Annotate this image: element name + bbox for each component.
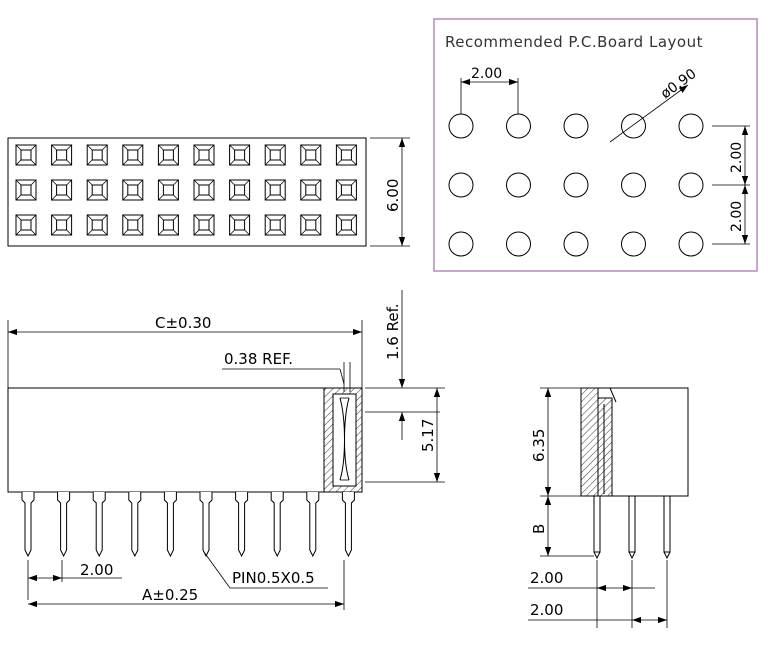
front-view-pins bbox=[21, 492, 355, 558]
pin bbox=[199, 492, 213, 558]
contact-cell bbox=[122, 144, 144, 166]
contact-cell bbox=[122, 179, 144, 201]
contact-cell bbox=[51, 214, 73, 236]
contact-cell bbox=[86, 214, 108, 236]
pcb-hole bbox=[563, 172, 589, 198]
top-view: 6.00 bbox=[7, 137, 410, 247]
pcb-hole bbox=[621, 172, 646, 198]
pcb-hole bbox=[621, 231, 646, 257]
contact-cell bbox=[229, 179, 251, 201]
contact-cell bbox=[157, 179, 179, 201]
contact-cell bbox=[122, 214, 144, 236]
pcb-hole bbox=[448, 172, 474, 198]
contact-cell bbox=[15, 214, 37, 236]
front-ref-label: 0.38 REF. bbox=[224, 350, 293, 368]
contact-cell bbox=[86, 179, 108, 201]
contact-cell bbox=[335, 179, 357, 201]
pcb-layout-title: Recommended P.C.Board Layout bbox=[445, 33, 703, 51]
contact-cell bbox=[193, 179, 215, 201]
front-ref-height-label: 1.6 Ref. bbox=[384, 303, 402, 360]
contact-cell bbox=[264, 179, 286, 201]
front-pin-label: PIN0.5X0.5 bbox=[232, 569, 315, 587]
pcb-hole bbox=[506, 231, 531, 257]
pcb-hole bbox=[621, 113, 646, 139]
side-pitch-label-1: 2.00 bbox=[530, 569, 563, 587]
contact-cell bbox=[51, 179, 73, 201]
pcb-hole bbox=[678, 231, 704, 257]
contact-cell bbox=[15, 179, 37, 201]
pcb-hole bbox=[678, 172, 704, 198]
top-view-height-label: 6.00 bbox=[384, 179, 402, 212]
pcb-vertical-label-2: 2.00 bbox=[729, 201, 745, 232]
front-overall-label: C±0.30 bbox=[155, 314, 211, 332]
side-height-label: 6.35 bbox=[530, 429, 548, 462]
pcb-hole bbox=[506, 113, 531, 139]
contact-cell bbox=[193, 144, 215, 166]
pcb-vertical-label-1: 2.00 bbox=[729, 142, 745, 173]
pin bbox=[306, 492, 320, 558]
contact-cell bbox=[157, 214, 179, 236]
contact-cell bbox=[264, 144, 286, 166]
contact-cell bbox=[51, 144, 73, 166]
contact-cell bbox=[335, 144, 357, 166]
top-view-contacts bbox=[15, 144, 357, 236]
contact-cell bbox=[157, 144, 179, 166]
contact-cell bbox=[300, 144, 322, 166]
contact-cell bbox=[264, 214, 286, 236]
pcb-hole-diameter-label: ø0.90 bbox=[658, 66, 700, 102]
front-view: C±0.30 0.38 REF. 1.6 Ref. 5.17 2.00 bbox=[7, 290, 445, 610]
front-pitch-label: 2.00 bbox=[80, 561, 113, 579]
contact-cell bbox=[15, 144, 37, 166]
pin bbox=[128, 492, 142, 558]
contact-cell bbox=[229, 214, 251, 236]
pin bbox=[21, 492, 35, 558]
front-view-body bbox=[7, 387, 363, 493]
pcb-layout-border bbox=[433, 18, 758, 272]
pin bbox=[57, 492, 71, 558]
contact-cell bbox=[193, 214, 215, 236]
contact-cell bbox=[86, 144, 108, 166]
contact-cell bbox=[300, 179, 322, 201]
contact-cell bbox=[335, 214, 357, 236]
pin bbox=[270, 492, 284, 558]
pcb-hole bbox=[448, 231, 474, 257]
pin bbox=[92, 492, 106, 558]
contact-cell bbox=[229, 144, 251, 166]
side-pin-length-label: B bbox=[530, 524, 548, 534]
side-view: 6.35 B 2.00 2.00 bbox=[528, 387, 689, 628]
pin bbox=[341, 492, 355, 558]
top-view-body bbox=[7, 137, 367, 247]
front-body-height-label: 5.17 bbox=[419, 419, 437, 452]
pcb-hole bbox=[563, 231, 589, 257]
pcb-hole bbox=[448, 113, 474, 139]
pcb-layout-panel: Recommended P.C.Board Layout 2.00 ø0.90 … bbox=[433, 18, 758, 272]
pcb-hole bbox=[563, 113, 589, 139]
pcb-pitch-label: 2.00 bbox=[471, 66, 502, 82]
pin bbox=[235, 492, 249, 558]
pcb-hole bbox=[678, 113, 704, 139]
side-pitch-label-2: 2.00 bbox=[530, 601, 563, 619]
contact-cell bbox=[300, 214, 322, 236]
pin bbox=[163, 492, 177, 558]
front-length-label: A±0.25 bbox=[142, 586, 198, 604]
pcb-hole-grid bbox=[448, 113, 704, 257]
pcb-hole bbox=[506, 172, 531, 198]
